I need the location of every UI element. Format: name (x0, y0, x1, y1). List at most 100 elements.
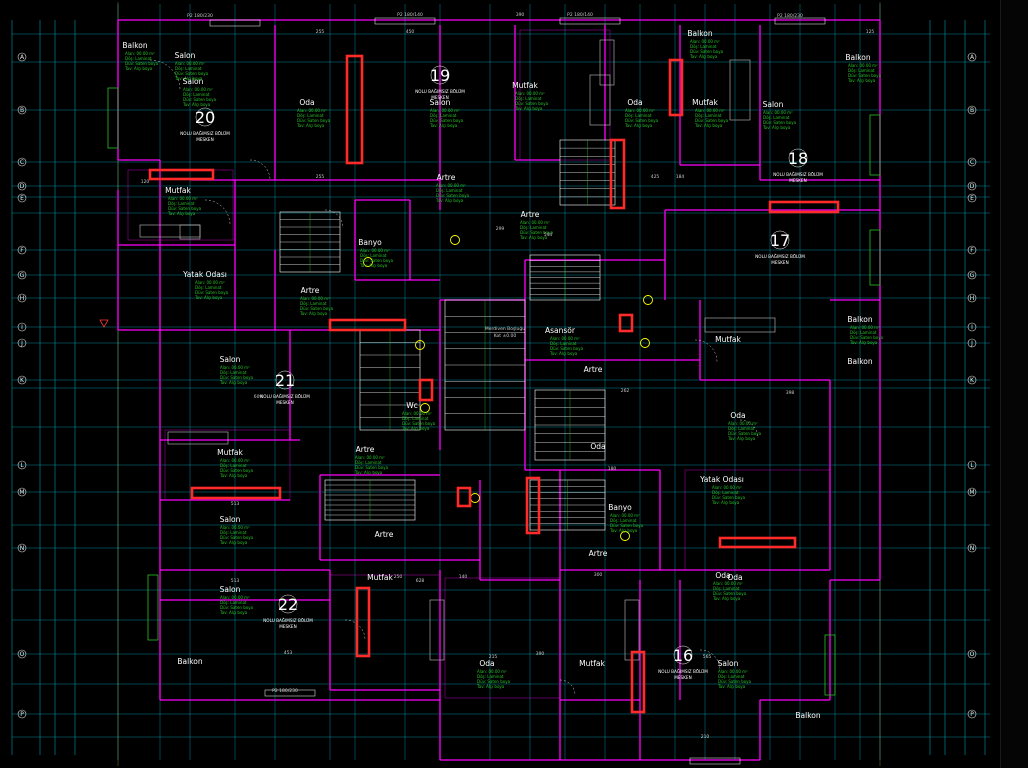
room-outline (444, 577, 561, 699)
vertical-scrollbar[interactable] (1000, 0, 1028, 768)
axis-letter-left: O (20, 651, 25, 658)
highlighted-wall[interactable] (355, 586, 371, 658)
room-name: Salon (763, 100, 784, 109)
axis-bubble (17, 105, 27, 115)
room-name: Balkon (177, 657, 202, 666)
kitchen-counter (429, 599, 445, 661)
room-info-line: Alan: 00.00 m² (763, 110, 793, 115)
room-info-line: Alan: 00.00 m² (695, 108, 725, 113)
axis-letter-right: K (970, 377, 975, 384)
staircase (534, 389, 606, 461)
room-info-line: Tav: Alçı boya (849, 340, 878, 345)
dimension-text: 120 (141, 179, 150, 185)
room-info-line: Düv: Saten boya (850, 335, 884, 340)
highlighted-wall[interactable] (345, 54, 364, 165)
axis-letter-left: K (20, 377, 25, 384)
window-label: P2 180/230 (187, 13, 213, 19)
room-info-line: Tav: Alçı boya (762, 125, 791, 130)
room-outline (684, 469, 831, 571)
axis-bubble (17, 270, 27, 280)
stair-level-label: Kot ±0.00 (494, 333, 517, 339)
unit-use: MESKEN (431, 95, 448, 100)
highlighted-wall[interactable] (618, 313, 634, 333)
room-info-line: Düv: Saten boya (695, 118, 729, 123)
room-info-line: Alan: 00.00 m² (718, 669, 748, 674)
highlighted-wall[interactable] (418, 378, 434, 402)
axis-letter-right: P (970, 711, 974, 718)
dimension-text: 184 (676, 174, 685, 180)
highlighted-wall[interactable] (328, 318, 407, 332)
room-info-line: Tav: Alçı boya (194, 295, 223, 300)
room-info-line: Alan: 00.00 m² (355, 455, 385, 460)
room-info-line: Döş: Laminat (297, 113, 324, 118)
axis-bubble (967, 157, 977, 167)
room-info-line: Düv: Saten boya (220, 468, 254, 473)
room-info-line: Tav: Alçı boya (219, 473, 248, 478)
unit-caption: NOLU BAĞIMSIZ BÖLÜM (658, 669, 708, 674)
unit-use: MESKEN (276, 400, 293, 405)
unit-number: 18 (788, 149, 808, 168)
window-label: P2 180/140 (567, 12, 593, 18)
unit-caption: NOLU BAĞIMSIZ BÖLÜM (260, 394, 310, 399)
room-info-line: Alan: 00.00 m² (168, 196, 198, 201)
dimension-text: 450 (406, 29, 415, 35)
window-label-frame (374, 17, 436, 25)
room-name: Salon (718, 659, 739, 668)
axis-bubble (17, 157, 27, 167)
highlighted-walls[interactable] (148, 54, 840, 714)
room-info-line: Döş: Laminat (712, 490, 739, 495)
axis-letter-right: H (970, 295, 975, 302)
room-info-line: Alan: 00.00 m² (712, 485, 742, 490)
room-outline (164, 429, 291, 501)
room-name: Banyo (358, 238, 382, 247)
room-name: Balkon (845, 53, 870, 62)
room-info-line: Döş: Laminat (430, 113, 457, 118)
kitchen-counter (599, 39, 615, 86)
window-label-frame (774, 17, 826, 25)
highlighted-wall[interactable] (609, 138, 626, 210)
room-name: Oda (730, 411, 745, 420)
room-info-line: Düv: Saten boya (168, 206, 202, 211)
axis-bubble (17, 293, 27, 303)
axis-bubble (967, 709, 977, 719)
highlighted-wall[interactable] (148, 168, 215, 181)
room-name: Balkon (122, 41, 147, 50)
unit-number: 20 (195, 108, 215, 127)
unit-number: 17 (770, 231, 790, 250)
unit-caption: NOLU BAĞIMSIZ BÖLÜM (755, 254, 805, 259)
window-frame (107, 87, 119, 149)
highlighted-wall[interactable] (768, 200, 840, 214)
kitchen-counter (179, 224, 201, 240)
room-name: Balkon (687, 29, 712, 38)
highlighted-wall[interactable] (525, 476, 541, 535)
room-info-line: Düv: Saten boya (515, 101, 549, 106)
unit-use: MESKEN (279, 624, 296, 629)
axis-bubble (967, 293, 977, 303)
highlighted-wall[interactable] (668, 58, 684, 117)
dimension-text: 262 (621, 388, 630, 394)
room-info-line: Alan: 00.00 m² (713, 581, 743, 586)
highlighted-wall[interactable] (718, 536, 797, 549)
room-info-line: Tav: Alçı boya (847, 78, 876, 83)
room-info-line: Döş: Laminat (175, 66, 202, 71)
axis-bubble (967, 322, 977, 332)
room-info-line: Düv: Saten boya (728, 431, 762, 436)
axis-bubble (17, 543, 27, 553)
axis-bubble (967, 543, 977, 553)
room-info-line: Tav: Alçı boya (219, 610, 248, 615)
highlighted-wall[interactable] (456, 486, 472, 508)
room-info-line: Tav: Alçı boya (689, 54, 718, 59)
room-info-line: Tav: Alçı boya (296, 123, 325, 128)
room-name: Mutfak (692, 98, 718, 107)
axis-bubble (967, 52, 977, 62)
room-info-line: Alan: 00.00 m² (175, 61, 205, 66)
room-info-line: Döş: Laminat (195, 285, 222, 290)
dimension-text: 425 (651, 174, 660, 180)
room-info-line: Döş: Laminat (695, 113, 722, 118)
kitchen-counter (167, 431, 229, 445)
room-info-line: Alan: 00.00 m² (195, 280, 225, 285)
highlighted-wall[interactable] (190, 486, 282, 500)
highlighted-wall[interactable] (630, 650, 646, 714)
